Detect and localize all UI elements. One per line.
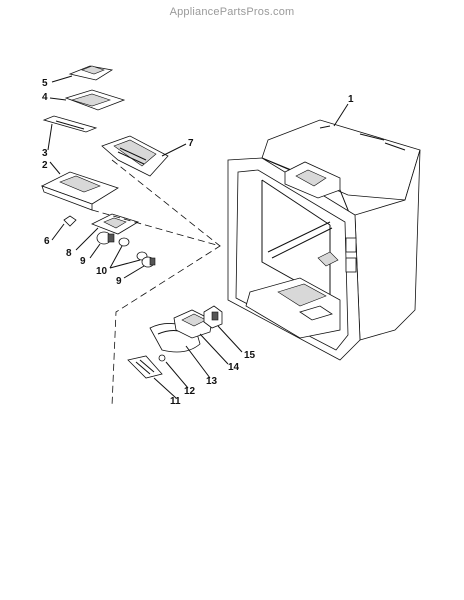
callout-2: 2 bbox=[42, 160, 48, 171]
callout-7: 7 bbox=[188, 138, 194, 149]
part-3-overlay-strip bbox=[42, 115, 98, 133]
part-4-control-board bbox=[64, 89, 126, 111]
part-9-bulb-upper bbox=[96, 231, 115, 245]
leader-lines bbox=[47, 75, 349, 399]
callout-4: 4 bbox=[42, 92, 48, 103]
callout-5: 5 bbox=[42, 78, 48, 89]
assembly-outline-upper bbox=[111, 159, 221, 247]
callout-3: 3 bbox=[42, 148, 48, 159]
part-2-control-housing bbox=[40, 171, 119, 211]
part-15-switch bbox=[203, 305, 223, 329]
callout-11: 11 bbox=[170, 396, 181, 407]
callout-9-lower: 9 bbox=[116, 276, 122, 287]
watermark: AppliancePartsPros.com bbox=[169, 6, 295, 18]
callout-14: 14 bbox=[228, 362, 240, 373]
callout-1: 1 bbox=[348, 94, 354, 105]
callout-9-upper: 9 bbox=[80, 256, 86, 267]
part-8-socket-housing bbox=[91, 213, 139, 235]
part-12-screw bbox=[158, 354, 166, 362]
callout-6: 6 bbox=[44, 236, 50, 247]
callout-15: 15 bbox=[244, 350, 256, 361]
callout-10: 10 bbox=[96, 266, 108, 277]
part-11-lens bbox=[127, 355, 163, 379]
part-7-light-cover bbox=[101, 135, 169, 177]
part-9-bulb-lower bbox=[141, 256, 156, 268]
callout-labels: 1 5 4 3 2 7 6 8 9 10 9 15 14 13 12 11 bbox=[42, 78, 354, 407]
callout-8: 8 bbox=[66, 248, 72, 259]
callout-13: 13 bbox=[206, 376, 218, 387]
part-10-socket-upper bbox=[118, 237, 130, 247]
callout-12: 12 bbox=[184, 386, 196, 397]
assembly-outline bbox=[91, 209, 221, 407]
part-5-bracket bbox=[68, 65, 114, 81]
cabinet-liner bbox=[227, 119, 421, 361]
part-6-clip bbox=[63, 215, 77, 227]
